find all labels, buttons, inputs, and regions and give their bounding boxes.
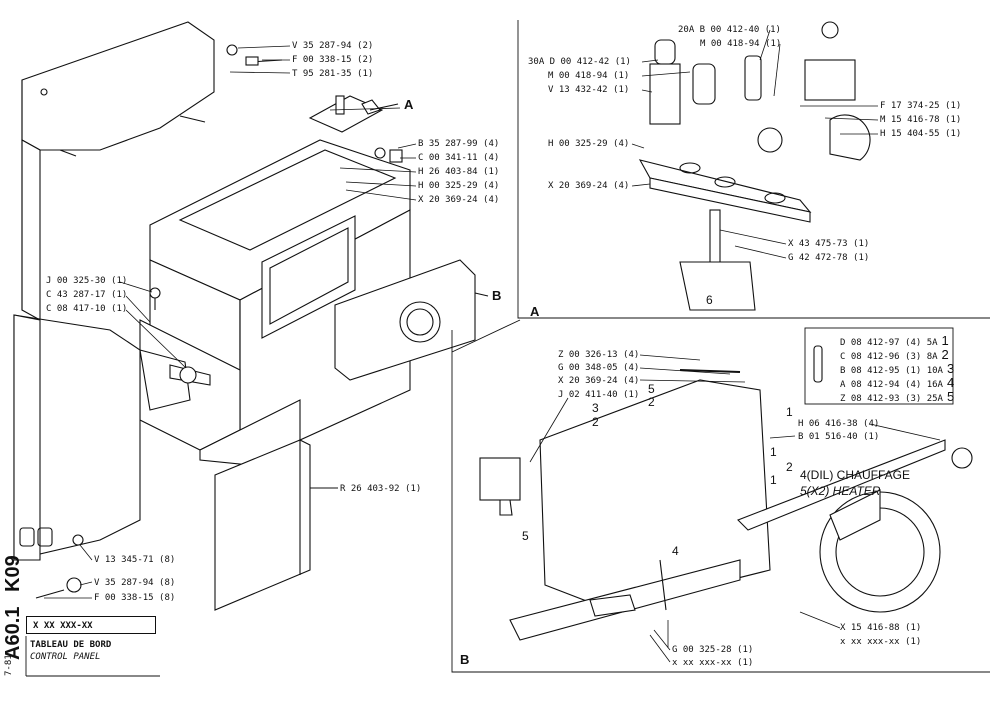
detail-b-leaders <box>529 354 941 663</box>
callout-label: X 20 369-24 (4) <box>558 376 640 386</box>
view-tag-a: A <box>404 97 414 112</box>
detail-b-parts <box>479 369 973 641</box>
callout-label: 20A B 00 412-40 (1) <box>678 25 781 35</box>
callout-label: R 26 403-92 (1) <box>340 484 422 494</box>
back-panel <box>21 21 215 321</box>
callout-label: x xx xxx-xx (1) <box>672 658 754 668</box>
dashboard-housing <box>139 139 411 466</box>
callout-label: X 20 369-24 (4) <box>548 181 630 191</box>
view-tag-b: B <box>492 288 502 303</box>
detail-b-frame <box>451 319 990 673</box>
legend-heater-fr: 4(DIL) CHAUFFAGE <box>800 468 911 482</box>
fuse-legend-frame <box>804 327 954 405</box>
side-panel <box>13 314 211 561</box>
main-leader-lines <box>44 45 417 599</box>
sheet-date: 7-81 <box>4 654 14 676</box>
title-en: CONTROL PANEL <box>30 652 101 662</box>
callout-label: V 35 287-94 (2) <box>292 41 374 51</box>
legend-heater-en: 5(X2) HEATER <box>800 484 881 498</box>
title-block: X XX XXX-XX TABLEAU DE BORD CONTROL PANE… <box>26 616 156 668</box>
callout-label: H 00 325-29 (4) <box>418 181 500 191</box>
fasteners <box>35 44 403 599</box>
gauge-panel-b <box>334 259 489 381</box>
callout-label: Z 00 326-13 (4) <box>558 350 640 360</box>
callout-label: T 95 281-35 (1) <box>292 69 374 79</box>
callout-label: H 15 404-55 (1) <box>880 129 962 139</box>
item-number: 1 <box>770 445 777 459</box>
callout-label: M 00 418-94 (1) <box>700 39 782 49</box>
item-number: 3 <box>592 401 599 415</box>
sheet-code-top: K09 <box>2 555 24 592</box>
sheet-code-bottom: A60.1 <box>2 606 24 660</box>
detail-a-parts <box>638 21 871 311</box>
item-number: 5 <box>522 529 529 543</box>
callout-label: B 35 287-99 (4) <box>418 139 500 149</box>
callout-label: X 43 475-73 (1) <box>788 239 870 249</box>
callout-label: F 17 374-25 (1) <box>880 101 962 111</box>
callout-label: F 00 338-15 (8) <box>94 593 176 603</box>
callout-label: F 00 338-15 (2) <box>292 55 374 65</box>
detail-a-tag: A <box>530 304 540 319</box>
callout-label: C 43 287-17 (1) <box>46 290 128 300</box>
callout-label: X 20 369-24 (4) <box>418 195 500 205</box>
callout-label: V 13 345-71 (8) <box>94 555 176 565</box>
item-number: 2 <box>592 415 599 429</box>
callout-label: G 42 472-78 (1) <box>788 253 870 263</box>
callout-label: J 02 411-40 (1) <box>558 390 640 400</box>
callout-label: B 01 516-40 (1) <box>798 432 880 442</box>
item-number: 1 <box>786 405 793 419</box>
callout-label: V 13 432-42 (1) <box>548 85 630 95</box>
title-ref-box: X XX XXX-XX <box>26 616 156 634</box>
callout-label: C 00 341-11 (4) <box>418 153 500 163</box>
callout-label: C 08 417-10 (1) <box>46 304 128 314</box>
switch-plate-a <box>308 95 399 133</box>
connector-number: 6 <box>706 293 713 307</box>
detail-b-tag: B <box>460 652 470 667</box>
sheet-ref: X XX XXX-XX <box>33 621 93 631</box>
callout-label: H 06 416-38 (4) <box>798 419 880 429</box>
detail-a-leaders <box>631 29 879 259</box>
item-number: 4 <box>672 544 679 558</box>
bottom-cover <box>214 439 338 611</box>
item-number: 1 <box>770 473 777 487</box>
callout-label: G 00 348-05 (4) <box>558 363 640 373</box>
callout-label: M 15 416-78 (1) <box>880 115 962 125</box>
callout-label: J 00 325-30 (1) <box>46 276 128 286</box>
callout-label: H 26 403-84 (1) <box>418 167 500 177</box>
detail-a-frame <box>517 20 990 319</box>
item-number: 2 <box>648 395 655 409</box>
callout-label: 30A D 00 412-42 (1) <box>528 57 631 67</box>
callout-label: X 15 416-88 (1) <box>840 623 922 633</box>
callout-label: M 00 418-94 (1) <box>548 71 630 81</box>
item-number: 2 <box>786 460 793 474</box>
title-fr: TABLEAU DE BORD <box>30 640 112 650</box>
callout-label: V 35 287-94 (8) <box>94 578 176 588</box>
callout-label: H 00 325-29 (4) <box>548 139 630 149</box>
callout-label: x xx xxx-xx (1) <box>840 637 922 647</box>
title-block-lines <box>25 636 160 677</box>
callout-label: G 00 325-28 (1) <box>672 645 754 655</box>
item-number: 5 <box>648 382 655 396</box>
